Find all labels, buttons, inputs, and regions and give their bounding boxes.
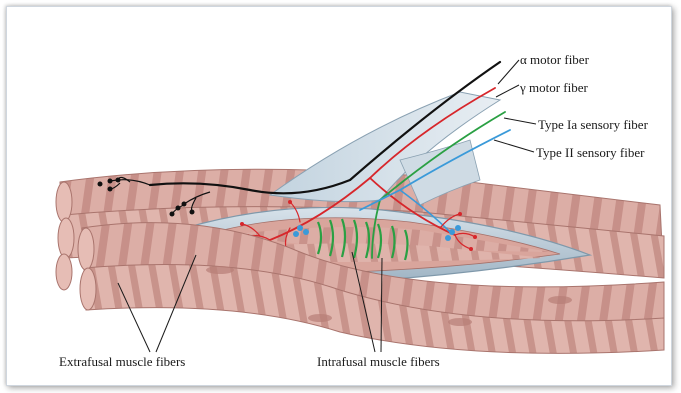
label-type-ia-sensory-fiber: Type Ia sensory fiber (538, 117, 649, 132)
label-extrafusal-muscle-fibers: Extrafusal muscle fibers (59, 354, 185, 369)
label-gamma-motor-fiber: γ motor fiber (519, 80, 589, 95)
label-alpha-motor-fiber: α motor fiber (520, 52, 590, 67)
label-intrafusal-muscle-fibers: Intrafusal muscle fibers (317, 354, 440, 369)
label-type-ii-sensory-fiber: Type II sensory fiber (536, 145, 645, 160)
